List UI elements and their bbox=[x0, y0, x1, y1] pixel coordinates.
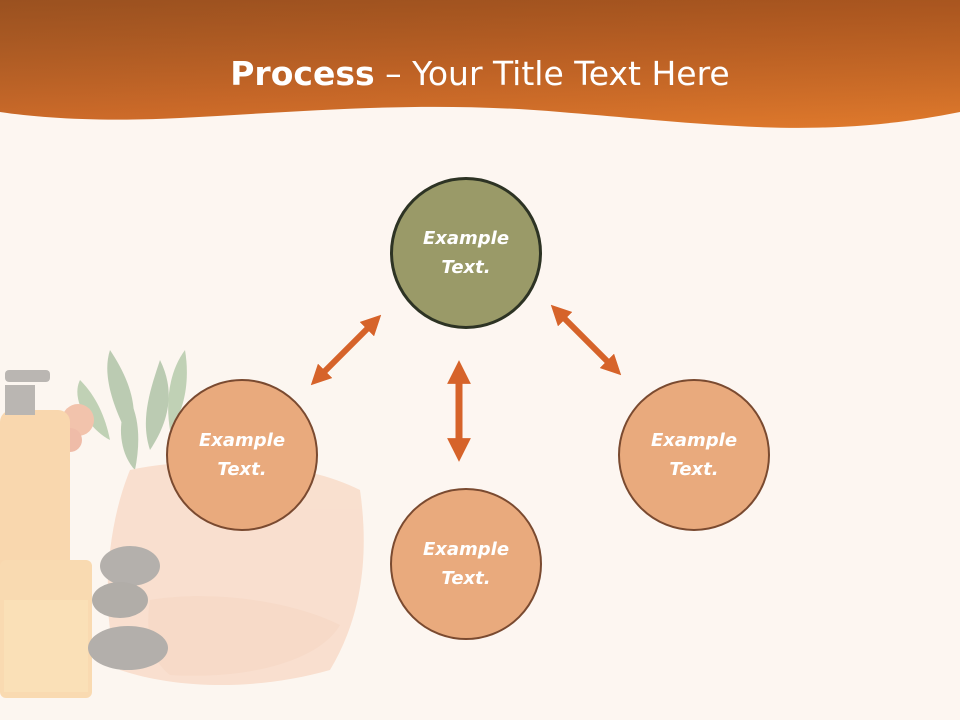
node-right-line2: Text. bbox=[669, 459, 719, 480]
node-top-line2: Text. bbox=[441, 257, 491, 278]
title-bold: Process bbox=[230, 54, 375, 93]
node-bottom-line2: Text. bbox=[441, 568, 491, 589]
node-bottom-line1: Example bbox=[422, 539, 510, 560]
arrow-top-right bbox=[550, 304, 622, 376]
title-rest: – Your Title Text Here bbox=[374, 54, 730, 93]
node-left-line2: Text. bbox=[217, 459, 267, 480]
node-top: Example Text. bbox=[390, 177, 542, 329]
arrow-top-left bbox=[310, 314, 382, 386]
node-bottom: Example Text. bbox=[390, 488, 542, 640]
node-top-line1: Example bbox=[422, 228, 510, 249]
node-right-line1: Example bbox=[650, 430, 738, 451]
slide-title: Process – Your Title Text Here bbox=[0, 52, 960, 96]
node-left-line1: Example bbox=[198, 430, 286, 451]
node-left: Example Text. bbox=[166, 379, 318, 531]
node-right: Example Text. bbox=[618, 379, 770, 531]
